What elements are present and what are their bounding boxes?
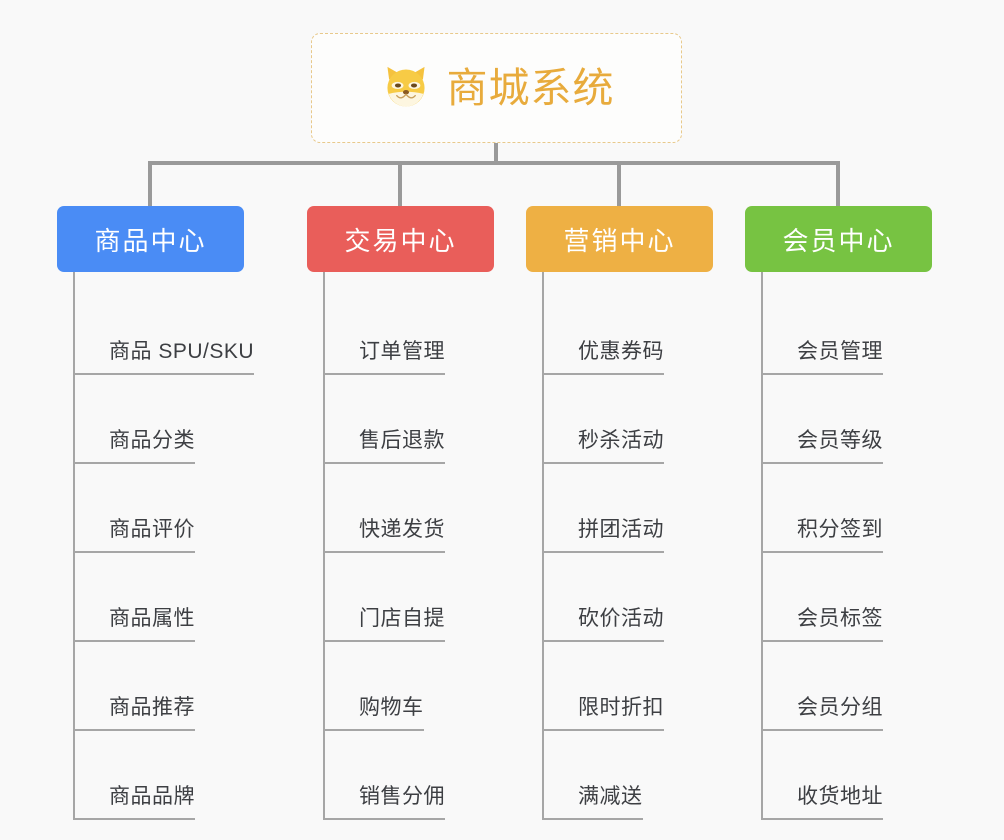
connector-root-stem <box>494 143 498 165</box>
leaf-label: 拼团活动 <box>544 519 664 553</box>
leaf-label: 会员标签 <box>763 608 883 642</box>
leaf-label: 满减送 <box>544 786 643 820</box>
list-item[interactable]: 门店自提 <box>325 553 494 642</box>
list-item[interactable]: 商品推荐 <box>75 642 244 731</box>
list-item[interactable]: 商品分类 <box>75 375 244 464</box>
list-item[interactable]: 积分签到 <box>763 464 932 553</box>
list-item[interactable]: 销售分佣 <box>325 731 494 820</box>
category-header-label: 交易中心 <box>344 225 457 256</box>
leaf-label: 商品品牌 <box>75 786 195 820</box>
list-item[interactable]: 会员管理 <box>763 286 932 375</box>
list-item[interactable]: 售后退款 <box>325 375 494 464</box>
shiba-dog-face-icon <box>386 66 425 107</box>
leaf-label: 售后退款 <box>325 430 445 464</box>
leaf-label: 购物车 <box>325 697 424 731</box>
category-header-member[interactable]: 会员中心 <box>745 206 932 272</box>
connector-drop-2 <box>398 161 402 208</box>
category-header-label: 商品中心 <box>94 225 207 256</box>
leaf-label: 会员管理 <box>763 341 883 375</box>
category-header-trade[interactable]: 交易中心 <box>307 206 494 272</box>
list-item[interactable]: 商品属性 <box>75 553 244 642</box>
list-item[interactable]: 优惠券码 <box>544 286 713 375</box>
leaf-label: 商品 SPU/SKU <box>75 341 255 375</box>
list-item[interactable]: 商品评价 <box>75 464 244 553</box>
branch-column-trade: 交易中心 订单管理 售后退款 快递发货 门店自提 购物车 销售分佣 <box>307 206 494 820</box>
leaf-label: 积分签到 <box>763 519 883 553</box>
list-item[interactable]: 商品 SPU/SKU <box>75 286 255 375</box>
leaf-label: 秒杀活动 <box>544 430 664 464</box>
leaf-list-member: 会员管理 会员等级 积分签到 会员标签 会员分组 收货地址 <box>761 272 932 820</box>
leaf-label: 会员等级 <box>763 430 883 464</box>
list-item[interactable]: 拼团活动 <box>544 464 713 553</box>
leaf-label: 门店自提 <box>325 608 445 642</box>
list-item[interactable]: 订单管理 <box>325 286 494 375</box>
list-item[interactable]: 购物车 <box>325 642 494 731</box>
category-header-product[interactable]: 商品中心 <box>57 206 244 272</box>
leaf-label: 商品推荐 <box>75 697 195 731</box>
list-item[interactable]: 收货地址 <box>763 731 932 820</box>
list-item[interactable]: 满减送 <box>544 731 713 820</box>
root-title: 商城系统 <box>446 64 615 111</box>
connector-drop-4 <box>836 161 840 208</box>
list-item[interactable]: 秒杀活动 <box>544 375 713 464</box>
leaf-label: 订单管理 <box>325 341 445 375</box>
category-header-label: 营销中心 <box>563 225 676 256</box>
branch-column-member: 会员中心 会员管理 会员等级 积分签到 会员标签 会员分组 收货地址 <box>745 206 932 820</box>
leaf-label: 优惠券码 <box>544 341 664 375</box>
leaf-list-product: 商品 SPU/SKU 商品分类 商品评价 商品属性 商品推荐 商品品牌 <box>73 272 255 820</box>
leaf-label: 快递发货 <box>325 519 445 553</box>
list-item[interactable]: 会员标签 <box>763 553 932 642</box>
list-item[interactable]: 砍价活动 <box>544 553 713 642</box>
leaf-label: 商品属性 <box>75 608 195 642</box>
leaf-label: 收货地址 <box>763 786 883 820</box>
leaf-list-marketing: 优惠券码 秒杀活动 拼团活动 砍价活动 限时折扣 满减送 <box>542 272 713 820</box>
list-item[interactable]: 商品品牌 <box>75 731 244 820</box>
list-item[interactable]: 会员等级 <box>763 375 932 464</box>
list-item[interactable]: 限时折扣 <box>544 642 713 731</box>
leaf-label: 限时折扣 <box>544 697 664 731</box>
category-header-label: 会员中心 <box>782 225 895 256</box>
branch-column-product: 商品中心 商品 SPU/SKU 商品分类 商品评价 商品属性 商品推荐 商品品牌 <box>57 206 255 820</box>
leaf-list-trade: 订单管理 售后退款 快递发货 门店自提 购物车 销售分佣 <box>323 272 494 820</box>
connector-bus-bar <box>148 161 840 165</box>
branch-column-marketing: 营销中心 优惠券码 秒杀活动 拼团活动 砍价活动 限时折扣 满减送 <box>526 206 713 820</box>
list-item[interactable]: 快递发货 <box>325 464 494 553</box>
category-header-marketing[interactable]: 营销中心 <box>526 206 713 272</box>
list-item[interactable]: 会员分组 <box>763 642 932 731</box>
root-node-shopping-mall-system[interactable]: 商城系统 <box>311 33 682 143</box>
leaf-label: 砍价活动 <box>544 608 664 642</box>
connector-drop-3 <box>617 161 621 208</box>
leaf-label: 销售分佣 <box>325 786 445 820</box>
connector-drop-1 <box>148 161 152 208</box>
leaf-label: 商品分类 <box>75 430 195 464</box>
leaf-label: 会员分组 <box>763 697 883 731</box>
leaf-label: 商品评价 <box>75 519 195 553</box>
